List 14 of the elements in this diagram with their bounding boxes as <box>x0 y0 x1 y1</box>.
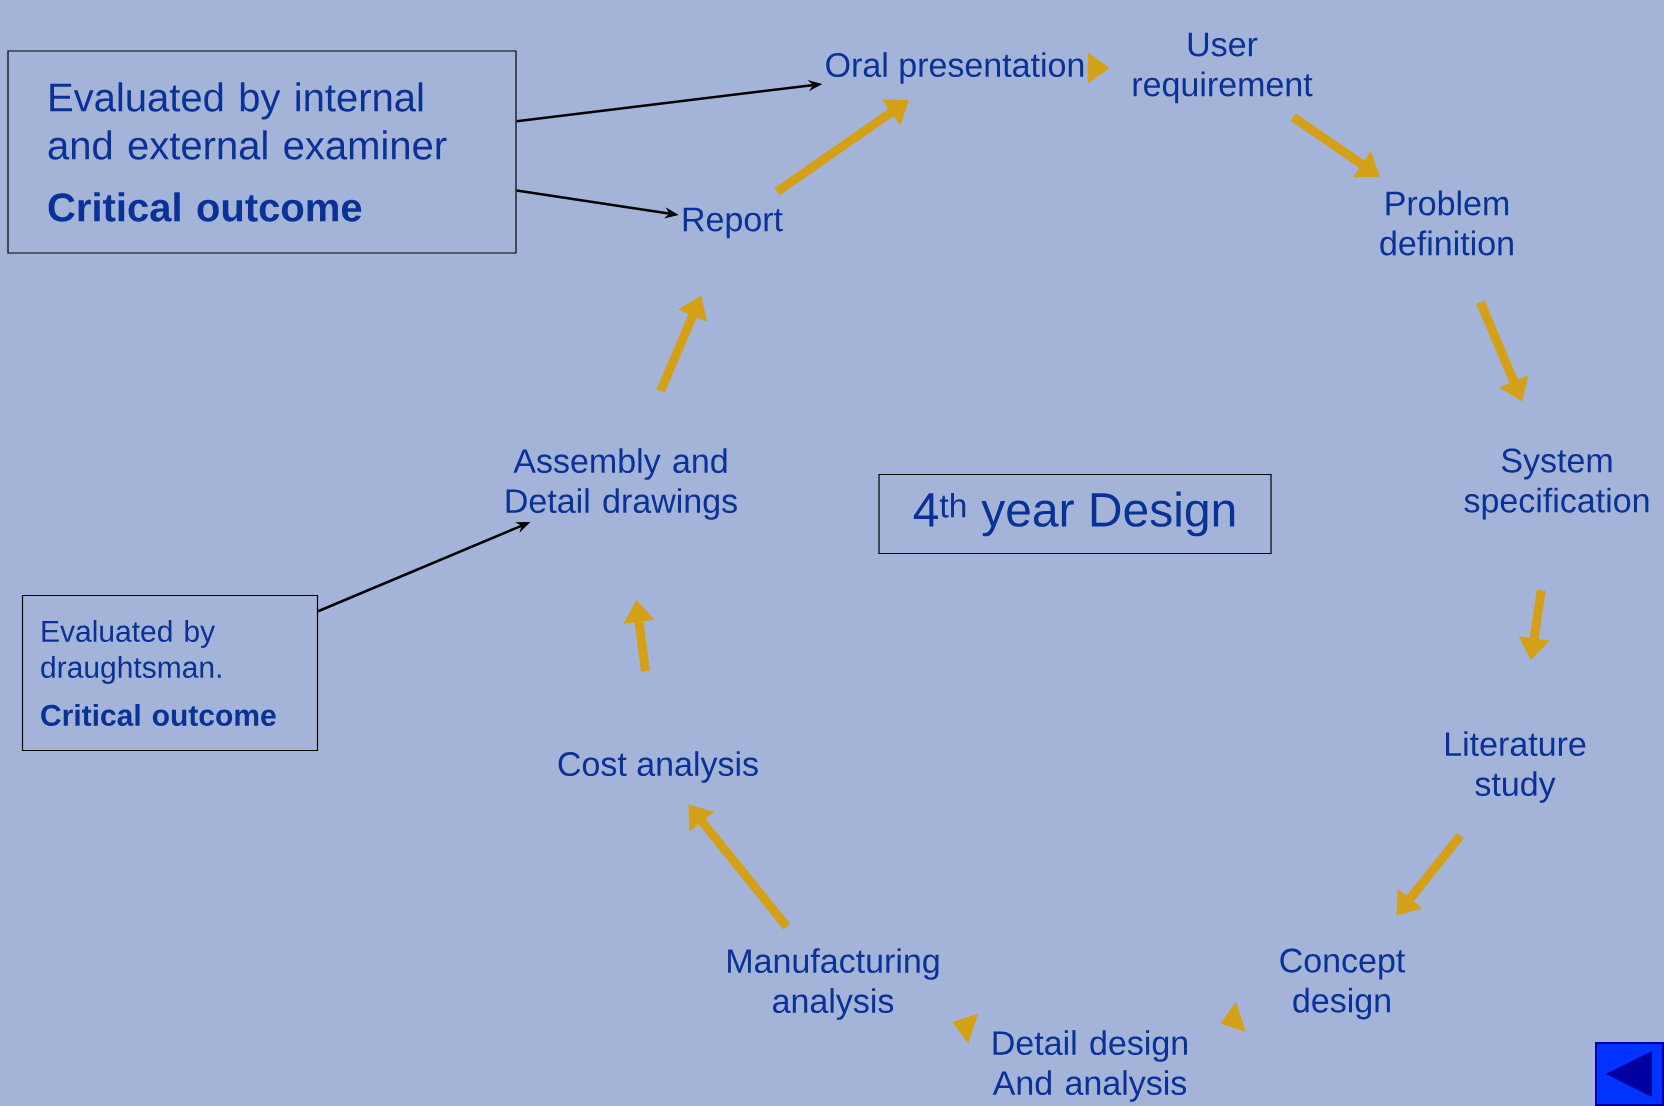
step-label: Manufacturing analysis <box>728 948 939 1020</box>
step-label: User requirement <box>1133 32 1313 104</box>
step-label: System specification <box>1464 448 1649 520</box>
step-label: Assembly and Detail drawings <box>506 448 737 520</box>
step-label: Concept design <box>1280 948 1406 1020</box>
text-box: Evaluated by internal and external examiner Critical outcome <box>7 50 517 254</box>
title-box: 4$^{th}$ year Design <box>878 473 1272 555</box>
step-label: Detail design And analysis <box>992 1030 1187 1102</box>
step-label: Cost analysis <box>558 751 758 783</box>
step-label: Literature study <box>1446 731 1586 803</box>
text-box: Evaluated by draughtsman. Critical outcome <box>21 594 319 752</box>
step-label: Problem definition <box>1380 190 1513 256</box>
step-label: Report <box>683 207 783 239</box>
step-label: Oral presentation <box>826 52 1084 84</box>
